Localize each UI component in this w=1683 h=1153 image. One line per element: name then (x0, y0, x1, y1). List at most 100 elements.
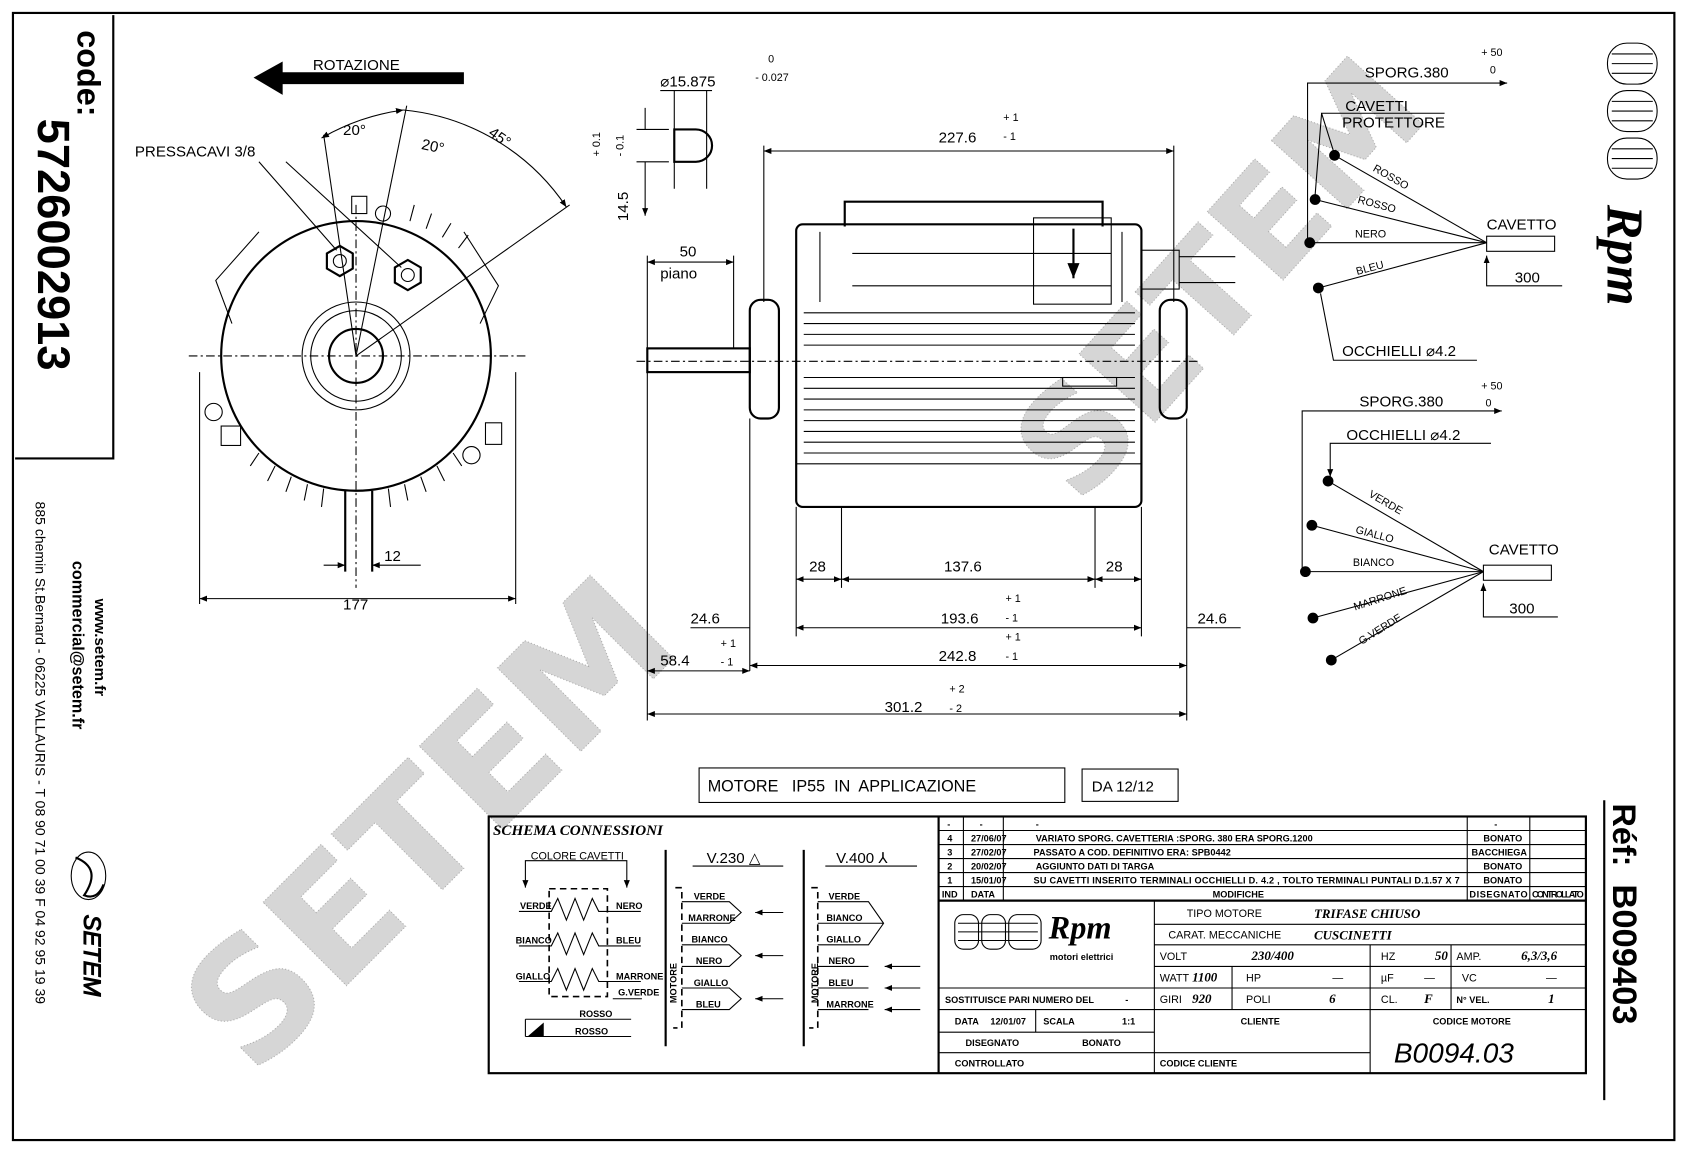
side-view: 227.6 + 1 - 1 50 piano 28 137.6 28 193.6… (636, 112, 1241, 721)
drawing-border (11, 11, 1676, 1142)
connection-schema: SCHEMA CONNESSIONI COLORE CAVETTI VERDE … (493, 823, 921, 1047)
drawing-label: 301.2 (885, 699, 923, 716)
foot-dimension: 12 (384, 548, 401, 565)
drawing-label: N° VEL. (1456, 995, 1489, 1005)
angle-label: 45° (485, 124, 513, 151)
drawing-label: V.230 △ (707, 850, 761, 867)
drawing-label: BLEU (829, 978, 854, 988)
drawing-label: G.VERDE (618, 988, 659, 998)
drawing-label: NERO (1355, 228, 1386, 240)
drawing-label: 6,3/3,6 (1521, 948, 1557, 963)
drawing-label: 0 (1486, 398, 1492, 410)
pressacavi-label: PRESSACAVI 3/8 (135, 143, 256, 160)
revision-row: 1 15/01/07 SU CAVETTI INSERITO TERMINALI O… (947, 875, 1522, 885)
angle-label: 20° (420, 136, 446, 157)
drawing-label: GIALLO (516, 971, 551, 981)
drawing-label: BONATO (1483, 833, 1522, 843)
drawing-label: 227.6 (939, 129, 977, 146)
drawing-label: 24.6 (690, 610, 719, 627)
drawing-label: TIPO MOTORE (1187, 908, 1262, 920)
drawing-label: DISEGNATO (1469, 889, 1527, 899)
drawing-label: DATA (971, 889, 995, 899)
drawing-label: 15/01/07 (971, 875, 1007, 885)
drawing-label: MARRONE (1352, 585, 1408, 613)
drawing-label: 3 (947, 847, 952, 857)
wiring-protector: SPORG.380 + 50 0 CAVETTI PROTETTORE ROSS… (1304, 47, 1563, 361)
drawing-label: G.VERDE (1357, 612, 1404, 648)
drawing-label: BIANCO (692, 935, 728, 945)
drawing-label: SCHEMA CONNESSIONI (493, 823, 664, 839)
drawing-label: GIALLO (826, 935, 861, 945)
drawing-label: CONTROLLATO (955, 1059, 1024, 1069)
drawing-label: NERO (829, 956, 855, 966)
drawing-label: BLEU (1355, 259, 1385, 278)
code-label: code: (71, 30, 107, 116)
front-view: ROTAZIONE PRESSACAVI 3/8 20° 20° 45° 177 (135, 57, 570, 613)
drawing-label: SPORG.380 (1365, 65, 1449, 82)
drawing-label: BIANCO (826, 913, 862, 923)
drawing-label: 193.6 (941, 610, 979, 627)
contact-email: commercial@setem.fr (68, 561, 86, 730)
drawing-label: Rpm (1595, 204, 1652, 306)
drawing-label: - 1 (1005, 651, 1018, 663)
drawing-label: AMP. (1456, 951, 1481, 963)
drawing-label: 1 (947, 875, 952, 885)
drawing-label: HZ (1381, 951, 1396, 963)
drawing-label: CARAT. MECCANICHE (1168, 929, 1281, 941)
contact-block: www.setem.fr commercial@setem.fr 885 che… (33, 502, 108, 1005)
drawing-label: CONTROLLATO (1532, 889, 1584, 899)
drawing-label: SU CAVETTI INSERITO TERMINALI OCCHIELLI … (1034, 875, 1460, 885)
drawing-label: HP (1246, 973, 1261, 985)
drawing-label: BIANCO (516, 936, 552, 946)
drawing-label: DATA (955, 1017, 979, 1027)
drawing-label: VC (1462, 973, 1477, 985)
drawing-label: - (1125, 995, 1128, 1005)
drawing-label: CLIENTE (1241, 1017, 1280, 1027)
drawing-label: 300 (1509, 601, 1534, 618)
drawing-label: CL. (1381, 994, 1398, 1006)
drawing-label: 1 (1548, 991, 1554, 1006)
drawing-label: AGGIUNTO DATI DI TARGA (1036, 861, 1155, 871)
reference-label: Réf: (1606, 804, 1642, 867)
drawing-label: - 1 (1005, 612, 1018, 624)
drawing-label: OCCHIELLI ⌀4.2 (1346, 427, 1460, 444)
drawing-label: — (1332, 973, 1343, 985)
drawing-label: MOTORE (668, 963, 678, 1003)
drawing-label: GIALLO (694, 978, 729, 988)
drawing-label: DISEGNATO (966, 1038, 1020, 1048)
drawing-label: CODICE CLIENTE (1160, 1059, 1237, 1069)
drawing-label: piano (660, 265, 697, 282)
drawing-label: 4 (947, 833, 953, 843)
drawing-label: 24.6 (1198, 610, 1227, 627)
drawing-label: - (1036, 819, 1039, 829)
drawing-label: POLI (1246, 994, 1271, 1006)
codice-motore-value: B0094.03 (1394, 1037, 1514, 1068)
drawing-label: 1:1 (1122, 1017, 1135, 1027)
drawing-label: + 1 (1005, 632, 1020, 644)
drawing-label: + 1 (1003, 112, 1018, 124)
eyelet-icon (1300, 475, 1337, 666)
rpm-logo: Rpm motori elettrici (954, 909, 1113, 962)
drawing-label: - (1494, 819, 1497, 829)
drawing-label: CODICE MOTORE (1433, 1017, 1511, 1027)
width-dimension: 177 (343, 596, 368, 613)
drawing-label: CAVETTI (1345, 98, 1408, 115)
drawing-label: CAVETTO (1489, 541, 1559, 558)
drawing-label: MODIFICHE (1213, 889, 1264, 899)
cable-gland-icon (325, 195, 422, 292)
drawing-label: CUSCINETTI (1314, 927, 1393, 942)
drawing-label: SPORG.380 (1359, 394, 1443, 411)
drawing-label: MARRONE (616, 971, 663, 981)
drawing-label: 137.6 (944, 559, 982, 576)
drawing-label: 230/400 (1250, 948, 1294, 963)
drawing-label: PASSATO A COD. DEFINITIVO ERA: SPB0442 (1034, 847, 1231, 857)
drawing-label: VERDE (694, 892, 726, 902)
drawing-label: - (980, 819, 983, 829)
drawing-label: CAVETTO (1487, 217, 1557, 234)
drawing-label: ROSSO (575, 1026, 608, 1036)
drawing-label: BONATO (1483, 861, 1522, 871)
drawing-label: + 1 (1005, 593, 1020, 605)
